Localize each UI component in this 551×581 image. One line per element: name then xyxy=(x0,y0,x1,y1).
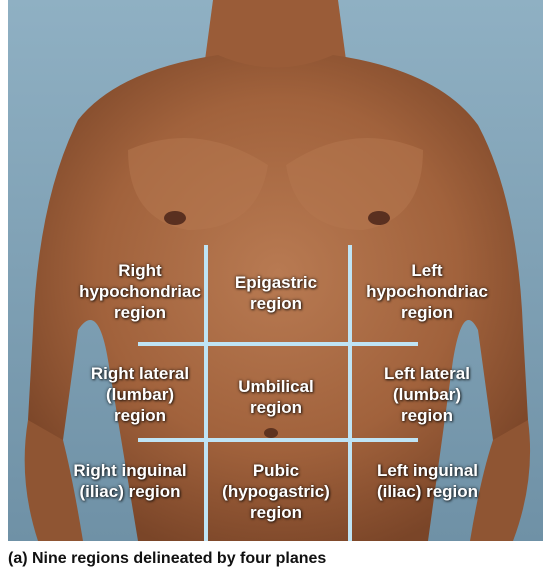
navel-mark xyxy=(264,428,278,438)
region-label-left-hypochondriac: Left hypochondriac region xyxy=(366,261,488,322)
region-label-left-lateral: Left lateral (lumbar) region xyxy=(384,364,470,425)
torso-illustration xyxy=(8,0,543,541)
torso-photo xyxy=(8,0,543,541)
region-label-epigastric: Epigastric region xyxy=(234,273,318,313)
left-nipple-mark xyxy=(368,211,390,225)
region-label-right-hypochondriac: Right hypochondriac region xyxy=(79,261,201,322)
region-planes xyxy=(138,245,418,541)
region-label-right-lateral: Right lateral (lumbar) region xyxy=(90,364,190,425)
figure-caption: (a) Nine regions delineated by four plan… xyxy=(8,550,327,567)
region-label-right-inguinal: Right inguinal (iliac) region xyxy=(73,461,187,501)
right-nipple-mark xyxy=(164,211,186,225)
region-label-left-inguinal: Left inguinal (iliac) region xyxy=(376,461,479,501)
region-label-umbilical: Umbilical region xyxy=(238,377,314,417)
region-label-pubic: Pubic (hypogastric) region xyxy=(222,461,330,522)
